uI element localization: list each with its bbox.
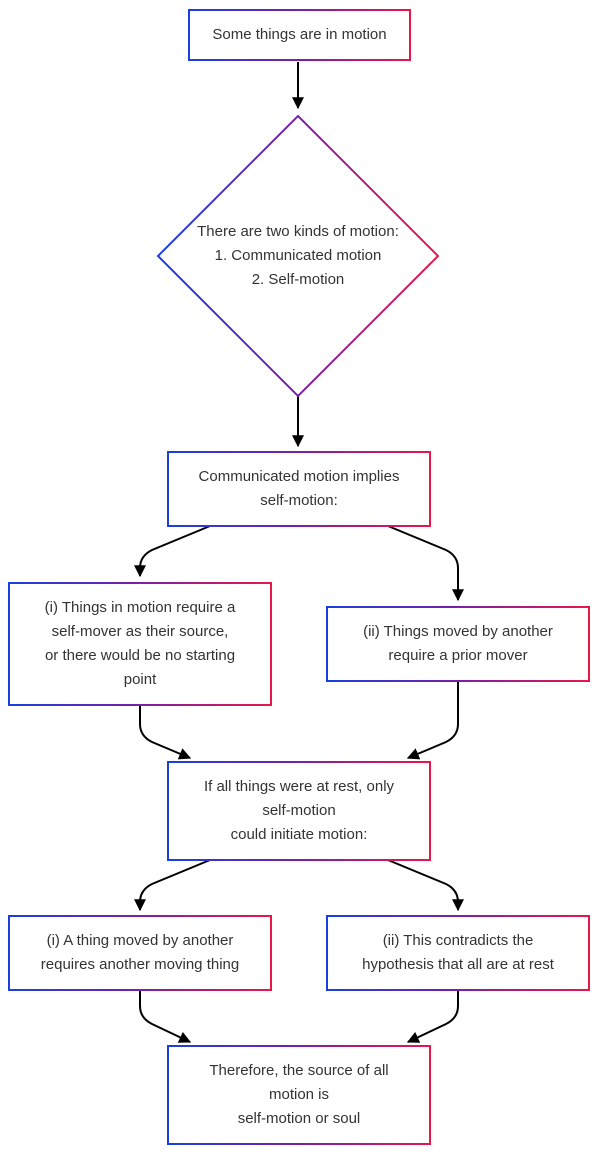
node-label-line: There are two kinds of motion: — [197, 223, 399, 240]
node-start: Some things are in motion — [188, 9, 411, 61]
node-label-line: could initiate motion: — [231, 826, 368, 843]
node-contradicts-box — [326, 915, 590, 991]
edge-prior-mover-to-at-rest — [406, 682, 459, 760]
node-at-rest: If all things were at rest, only self-mot… — [167, 761, 431, 861]
node-label-line: point — [124, 671, 157, 688]
node-label-line: motion is — [269, 1086, 329, 1103]
node-start-box — [188, 9, 411, 61]
node-self-mover: (i) Things in motion require a self-mover… — [8, 582, 272, 706]
node-label-line: 1. Communicated motion — [215, 247, 382, 264]
node-label-line: (i) Things in motion require a — [45, 599, 236, 616]
node-contradicts: (ii) This contradicts the hypothesis that… — [326, 915, 590, 991]
node-kinds: There are two kinds of motion: 1. Communi… — [156, 114, 440, 398]
node-self-mover-box — [8, 582, 272, 706]
node-label-line: Therefore, the source of all — [209, 1062, 388, 1079]
node-label-line: or there would be no starting — [45, 647, 235, 664]
node-label-line: self-mover as their source, — [52, 623, 229, 640]
node-label-line: Communicated motion implies — [199, 468, 400, 485]
edge-another-moving-to-conclusion — [139, 990, 192, 1043]
node-communicated-box — [167, 451, 431, 527]
edge-communicated-to-self-mover — [134, 525, 211, 578]
node-label-line: require a prior mover — [388, 647, 527, 664]
edge-communicated-to-prior-mover — [387, 525, 464, 602]
edge-contradicts-to-conclusion — [406, 990, 459, 1043]
node-label-line: requires another moving thing — [41, 956, 239, 973]
node-prior-mover-box — [326, 606, 590, 682]
node-label-line: self-motion — [262, 802, 335, 819]
node-label-line: (ii) This contradicts the — [383, 932, 534, 949]
node-conclusion: Therefore, the source of all motion is sel… — [167, 1045, 431, 1145]
node-another-moving-box — [8, 915, 272, 991]
edge-at-rest-to-another-moving — [134, 859, 211, 912]
node-label-line: self-motion or soul — [238, 1110, 361, 1127]
edges — [134, 62, 464, 1043]
node-label-line: (ii) Things moved by another — [363, 623, 553, 640]
node-conclusion-box — [167, 1045, 431, 1145]
edge-self-mover-to-at-rest — [139, 706, 192, 760]
node-prior-mover: (ii) Things moved by another require a pr… — [326, 606, 590, 682]
node-label-line: hypothesis that all are at rest — [362, 956, 555, 973]
node-label-line: 2. Self-motion — [252, 271, 345, 288]
node-label-line: Some things are in motion — [212, 26, 386, 43]
node-label-line: If all things were at rest, only — [204, 778, 395, 795]
node-another-moving: (i) A thing moved by another requires ano… — [8, 915, 272, 991]
node-at-rest-box — [167, 761, 431, 861]
edge-at-rest-to-contradicts — [387, 859, 464, 912]
node-kinds-diamond — [156, 114, 440, 398]
node-label-line: (i) A thing moved by another — [47, 932, 234, 949]
node-communicated: Communicated motion implies self-motion: — [167, 451, 431, 527]
node-label-line: self-motion: — [260, 492, 338, 509]
